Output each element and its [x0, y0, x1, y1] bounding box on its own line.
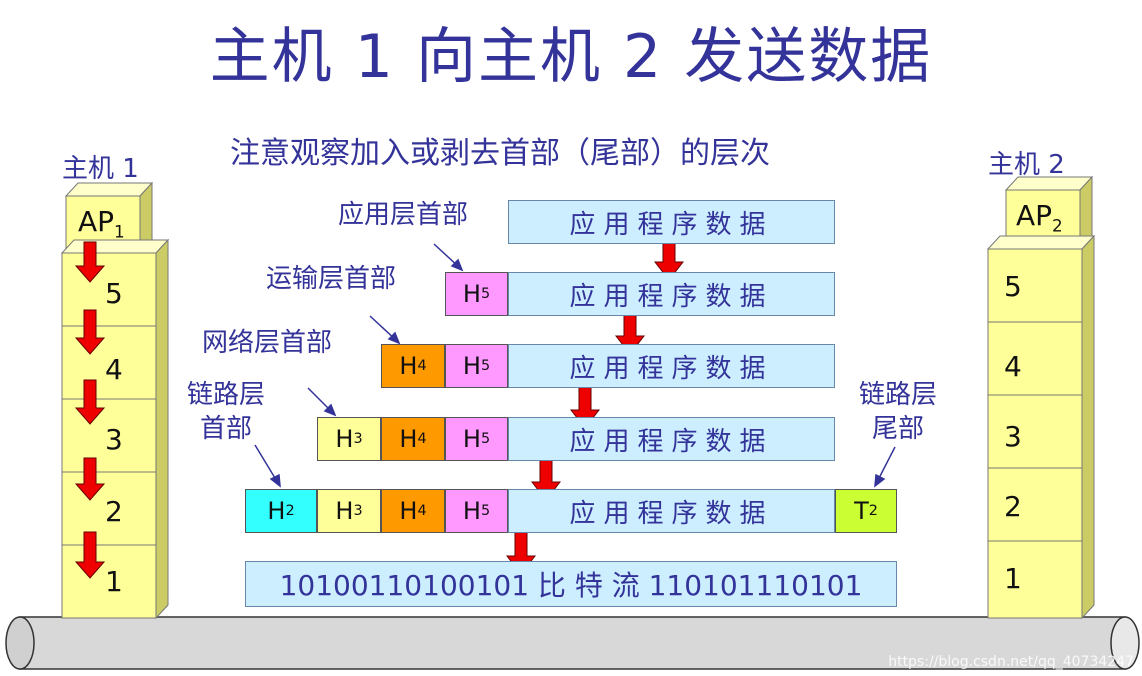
subtitle: 注意观察加入或剥去首部（尾部）的层次 — [230, 136, 770, 171]
host1-label: 主机 1 — [62, 154, 139, 184]
host2-layer-1: 1 — [1004, 562, 1022, 595]
host2-layer-4: 4 — [1004, 350, 1022, 383]
host1-ap-label: AP1 — [78, 205, 125, 242]
host2-ap-label: AP2 — [1016, 199, 1063, 236]
host1-layer-2: 2 — [105, 495, 123, 528]
host1-layer-1: 1 — [105, 565, 123, 598]
page-title: 主机 1 向主机 2 发送数据 — [209, 22, 933, 92]
data-row-link-inner: 应用程序数据 — [508, 417, 835, 461]
host2-stack — [986, 175, 1096, 620]
host2-layer-5: 5 — [1004, 270, 1022, 303]
bitstream-row: 10100110100101 比 特 流 110101110101 — [245, 561, 897, 607]
host1-stack — [60, 181, 170, 620]
data-row-frame: 应用程序数据 — [508, 489, 835, 533]
app-header-label: 应用层首部 — [338, 200, 469, 230]
host1-layer-4: 4 — [105, 353, 123, 386]
host1-arrows — [74, 241, 106, 579]
host1-layer-3: 3 — [105, 423, 123, 456]
transport-header-label: 运输层首部 — [266, 264, 397, 294]
transmission-cable — [5, 616, 1140, 670]
link-trailer-label: 链路层尾部 — [858, 380, 937, 444]
host2-layer-2: 2 — [1004, 490, 1022, 523]
label-pointers — [254, 243, 896, 488]
host2-layer-3: 3 — [1004, 420, 1022, 453]
data-row-app: 应用程序数据 — [508, 200, 835, 244]
network-header-label: 网络层首部 — [202, 328, 333, 358]
host1-layer-5: 5 — [105, 277, 123, 310]
data-row-network: 应用程序数据 — [508, 344, 835, 388]
watermark: https://blog.csdn.net/qq_40734247 — [888, 654, 1134, 670]
link-header-label: 链路层首部 — [186, 380, 265, 444]
data-row-transport: 应用程序数据 — [508, 272, 835, 316]
host2-label: 主机 2 — [988, 150, 1065, 180]
